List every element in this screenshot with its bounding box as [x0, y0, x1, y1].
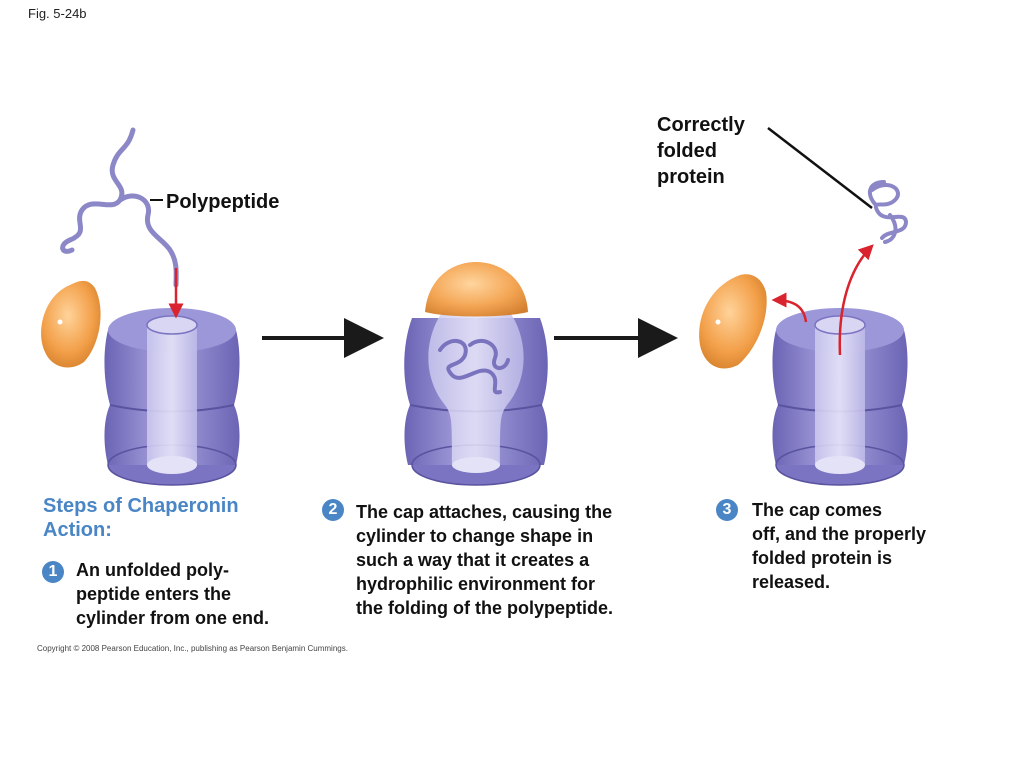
cylinder-2	[404, 305, 548, 486]
cap-attached	[425, 262, 528, 317]
step-text-1: An unfolded poly- peptide enters the cyl…	[76, 560, 270, 628]
step3-illustration	[699, 127, 909, 486]
correctly-folded-protein-label: Correctly folded protein	[657, 114, 745, 188]
step-text-3: The cap comes off, and the properly fold…	[752, 500, 927, 592]
step-number-1: 1	[42, 561, 64, 583]
step-text-2: The cap attaches, causing the cylinder t…	[356, 502, 613, 618]
step-number-2: 2	[322, 499, 344, 521]
cylinder-1	[104, 308, 240, 486]
cap-detached-1	[41, 280, 101, 368]
figure-label: Fig. 5-24b	[28, 6, 87, 21]
folded-protein	[867, 180, 909, 244]
folding-polypeptide	[438, 338, 510, 395]
copyright-notice: Copyright © 2008 Pearson Education, Inc.…	[37, 644, 348, 653]
steps-heading: Steps of Chaperonin Action:	[43, 495, 239, 541]
step-number-3: 3	[716, 499, 738, 521]
polypeptide-label: Polypeptide	[166, 191, 280, 213]
step2-illustration	[404, 262, 548, 486]
polypeptide-strand	[60, 127, 179, 288]
cap-detached-3	[699, 274, 767, 369]
step1-illustration	[41, 127, 240, 486]
